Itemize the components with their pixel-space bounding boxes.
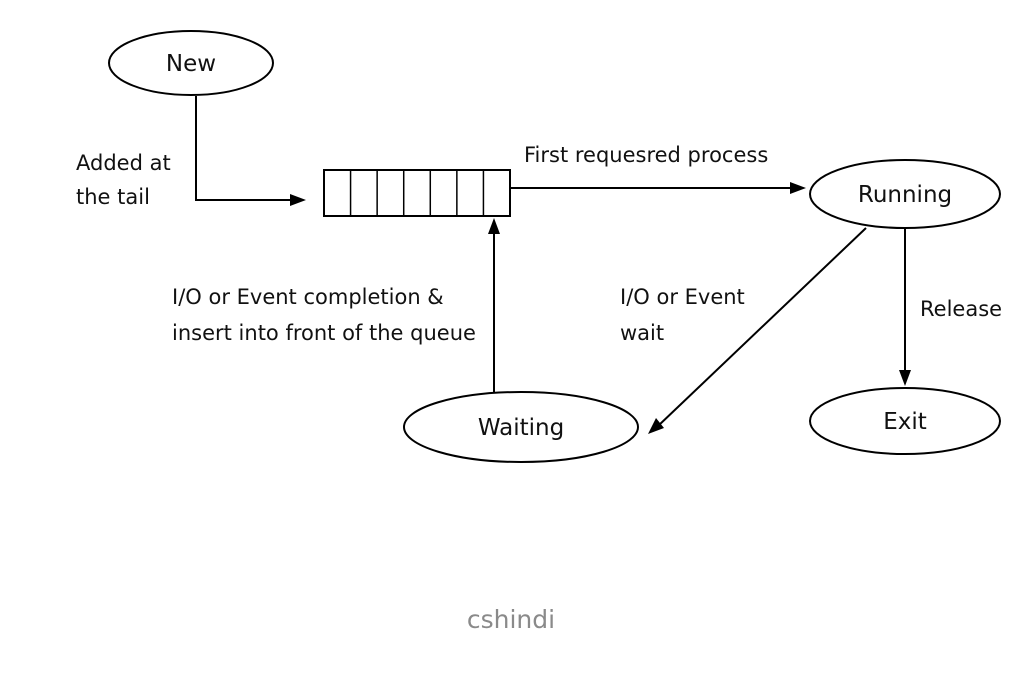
node-new-label: New (166, 51, 216, 77)
node-running: Running (809, 159, 1001, 229)
edge-io-event-wait-line-1: I/O or Event (620, 285, 745, 309)
arrowhead-icon (290, 194, 306, 206)
edge-io-event-wait-label: I/O or Event wait (620, 285, 751, 345)
edge-first-requested-label: First requesred process (524, 143, 768, 167)
watermark-text: cshindi (467, 605, 555, 634)
node-exit: Exit (809, 387, 1001, 455)
node-waiting-label: Waiting (478, 415, 564, 441)
edge-added-at-tail-label: Added at the tail (76, 151, 177, 209)
ready-queue-slots (349, 170, 485, 216)
node-new-shape (108, 30, 274, 96)
edge-running-to-waiting-line (657, 227, 867, 427)
edge-io-event-completion-label: I/O or Event completion & insert into fr… (172, 285, 476, 345)
edge-queue-to-running: First requesred process (510, 143, 806, 194)
edge-io-event-completion-line-1: I/O or Event completion & (172, 285, 444, 309)
edge-added-at-tail-line-1: Added at (76, 151, 171, 175)
node-exit-shape (809, 387, 1001, 455)
edge-new-to-queue-line (195, 96, 292, 201)
edge-io-event-completion-line-2: insert into front of the queue (172, 321, 476, 345)
ready-queue-box (323, 169, 511, 217)
edge-waiting-to-queue: I/O or Event completion & insert into fr… (172, 218, 500, 392)
node-running-label: Running (858, 182, 952, 208)
node-exit-label: Exit (883, 409, 927, 435)
arrowhead-icon (790, 182, 806, 194)
edge-io-event-wait-line-2: wait (620, 321, 664, 345)
edge-running-to-waiting: I/O or Event wait (620, 227, 867, 434)
node-waiting: Waiting (403, 391, 639, 463)
arrowhead-icon (648, 418, 664, 434)
edge-release-label: Release (920, 297, 1002, 321)
arrowhead-icon (899, 370, 911, 386)
node-new: New (108, 30, 274, 96)
arrowhead-icon (488, 218, 500, 234)
edge-running-to-exit: Release (899, 228, 1002, 386)
edge-new-to-queue: Added at the tail (76, 96, 306, 209)
ready-queue (323, 169, 511, 217)
node-waiting-shape (403, 391, 639, 463)
edge-added-at-tail-line-2: the tail (76, 185, 150, 209)
